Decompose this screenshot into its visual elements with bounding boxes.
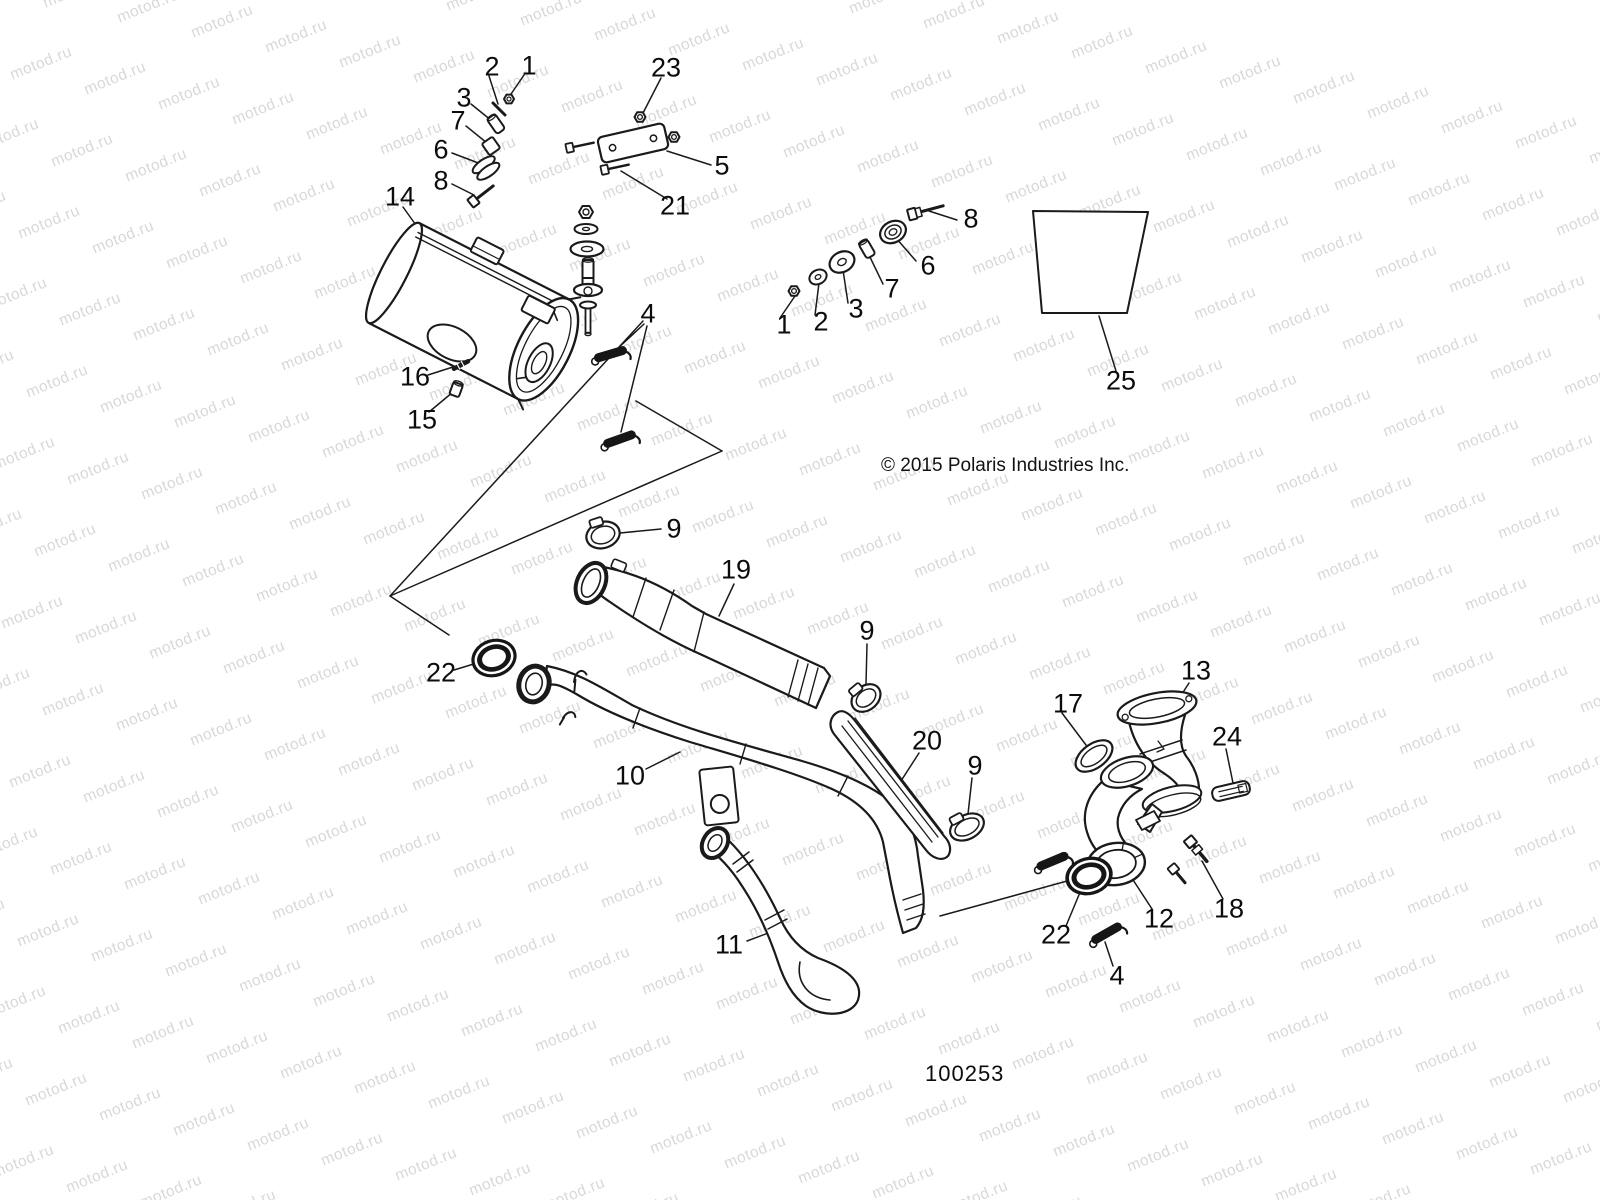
exhaust-spring [1088,922,1129,949]
muffler-cap-bracket [520,294,556,325]
heat-shield-plate [1032,210,1149,314]
silencer-inlet-pipe [573,558,832,710]
flange-bolt [1166,862,1187,885]
spring-hook-clip [558,711,577,726]
rear-head-pipe [699,826,861,1015]
front-head-pipe [516,663,926,935]
exhaust-clamp [585,516,621,550]
flange-gasket [1074,739,1114,773]
exhaust-elbow-pipe [1083,755,1161,887]
exhaust-gasket [1065,856,1113,896]
exhaust-spring [1033,851,1075,875]
exhaust-spring [590,346,632,366]
drain-plug [448,380,464,398]
band-clamp [1211,780,1251,802]
retainer-pin [451,358,471,372]
exhaust-clamp [948,812,985,842]
hardware-right-cluster [787,204,945,297]
spring-hook-clip [573,669,588,693]
flange-bolt [1183,834,1209,864]
exhaust-clamp [848,682,882,713]
drawing-number: 100253 [925,1061,1005,1086]
exhaust-spring [600,430,641,452]
copyright-text: © 2015 Polaris Industries Inc. [881,455,1130,476]
pipe-hanger-bracket [698,765,740,827]
hardware-left-cluster [466,93,515,209]
pipe-heat-shield [829,710,952,860]
exhaust-gasket [471,638,517,678]
leader-lines [389,74,1234,967]
mount-bracket [564,111,681,176]
muffler-mount-stack [569,205,605,337]
muffler-drain-boss [426,323,478,363]
muffler-body [364,221,582,411]
